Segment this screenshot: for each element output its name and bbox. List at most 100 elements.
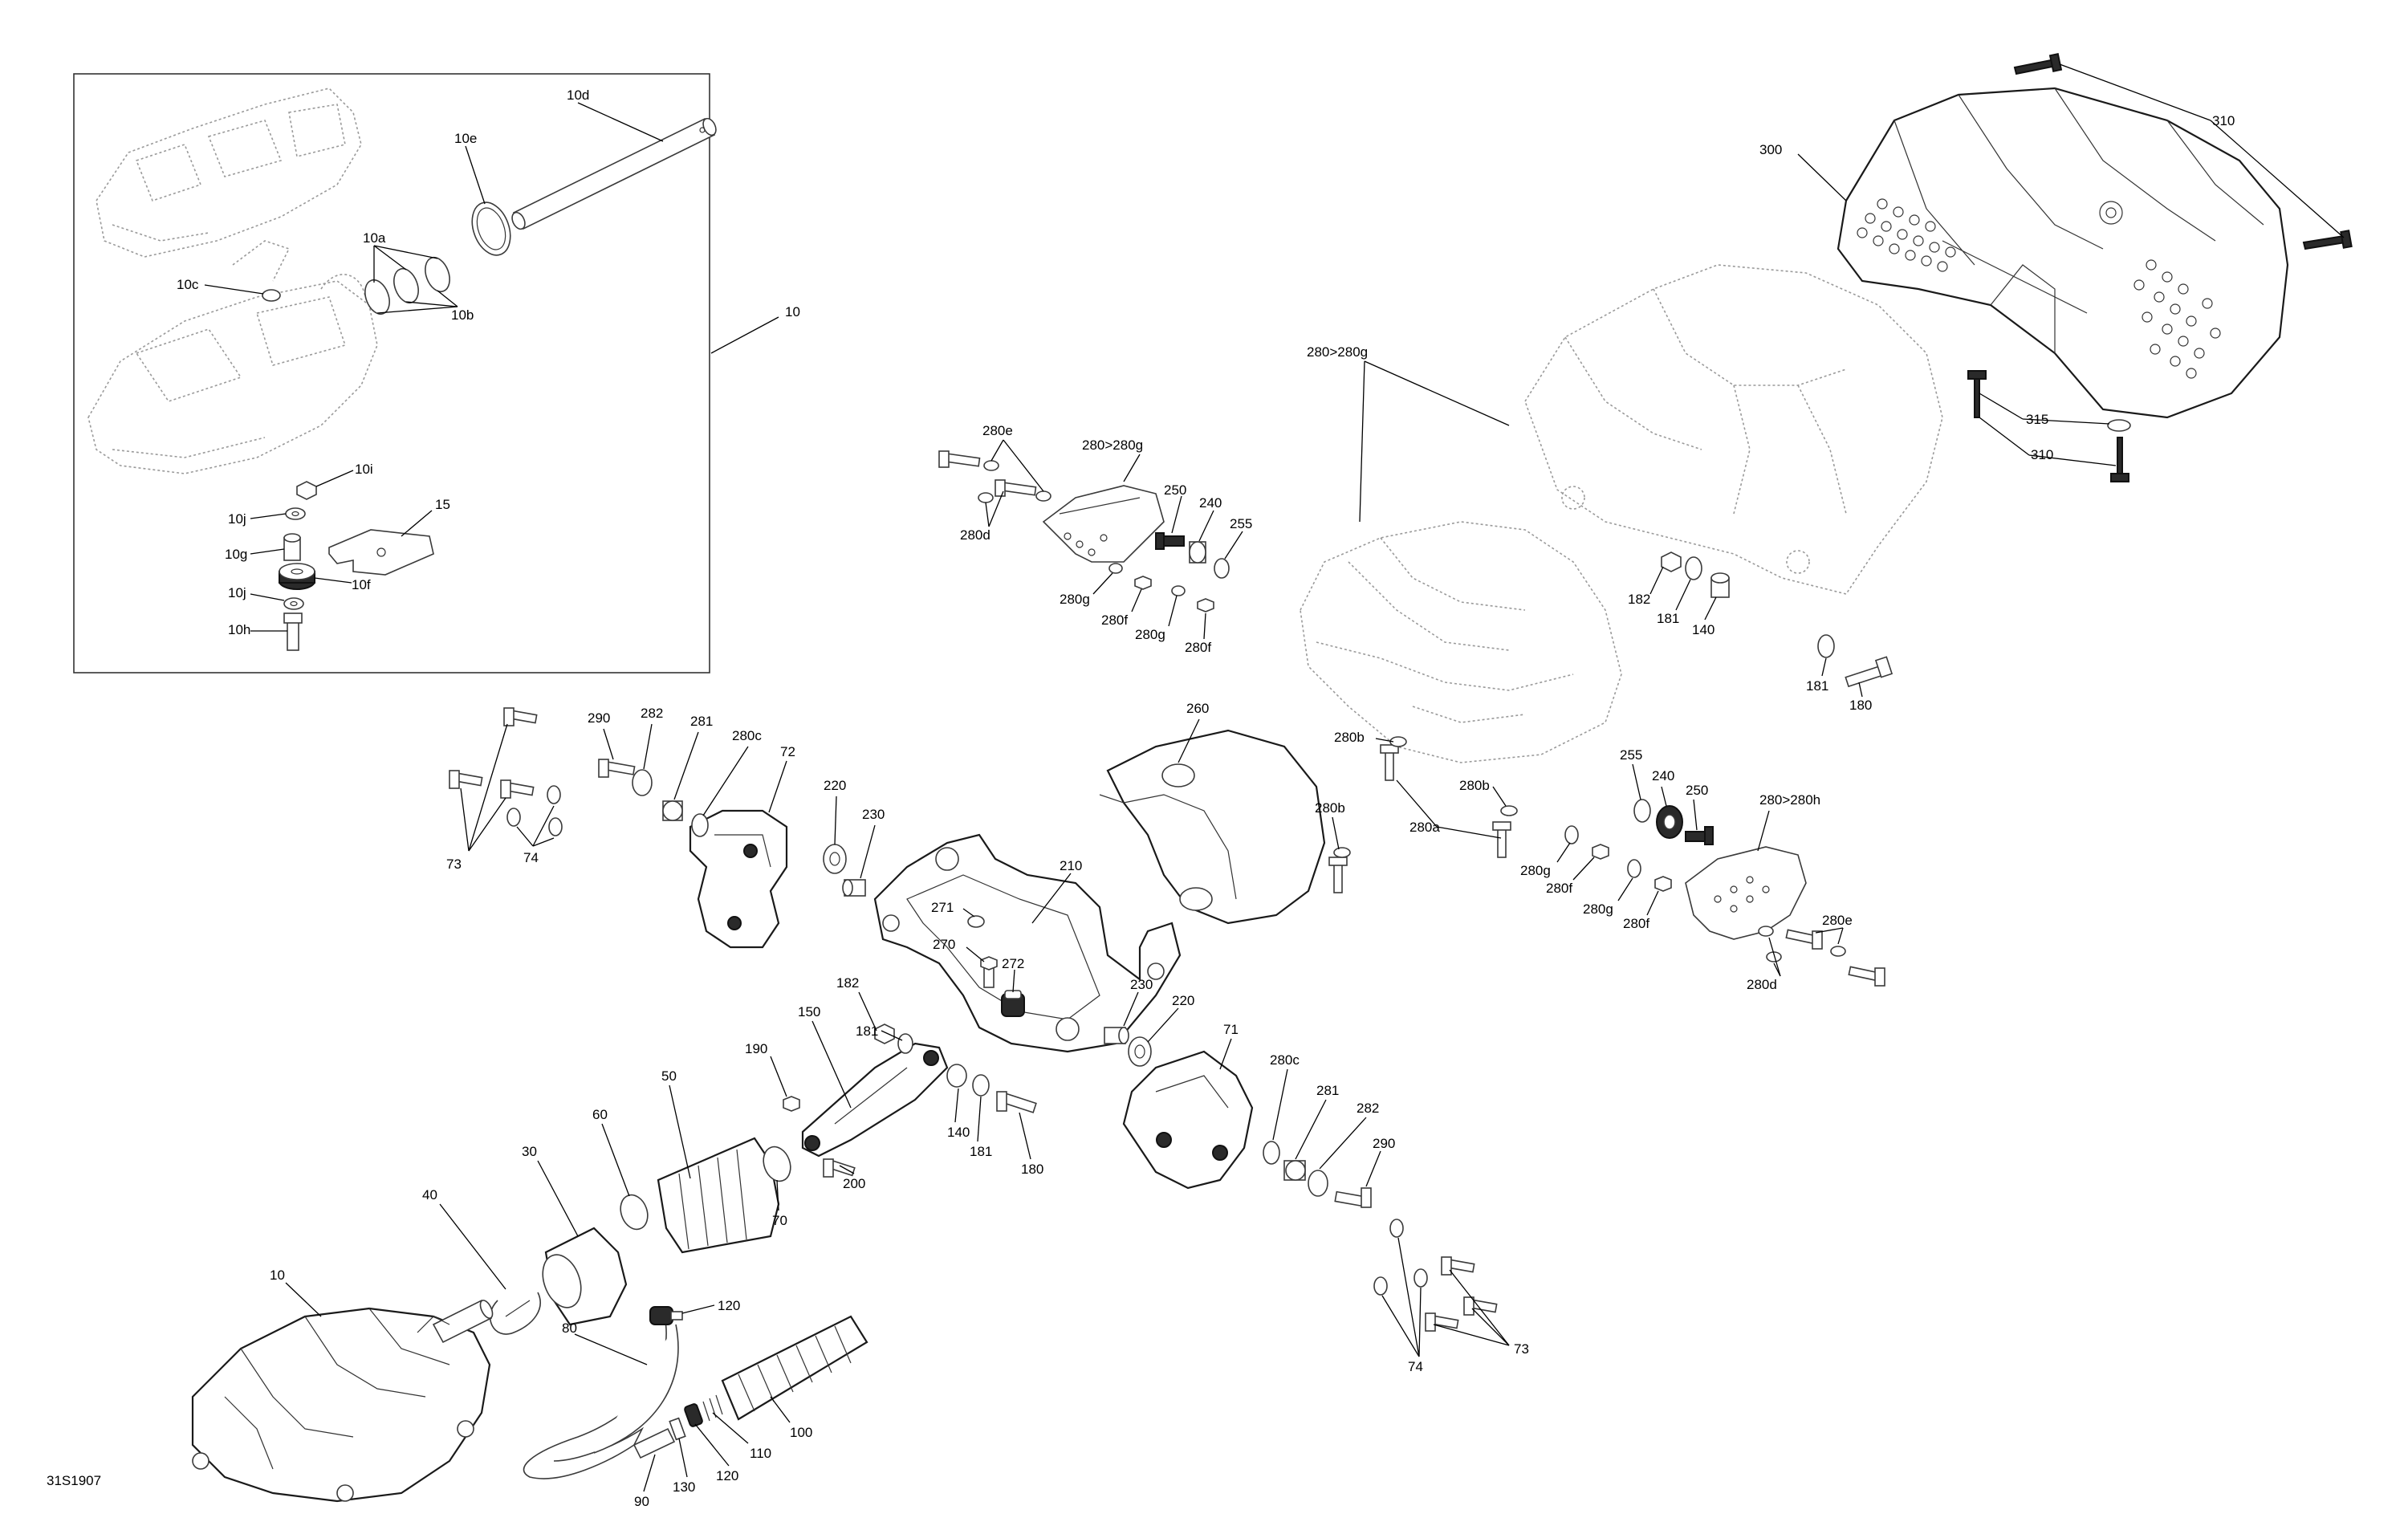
bolt-icon <box>500 779 535 799</box>
exhaust-heat-shield-icon <box>1099 729 1326 925</box>
bracket-icon <box>1042 485 1165 563</box>
bolt-icon <box>1492 821 1511 858</box>
callout-30: 30 <box>522 1144 537 1159</box>
callout-280e-right: 280e <box>1822 913 1853 928</box>
callout-140-lower: 140 <box>947 1125 970 1140</box>
callout-181-upper-b: 181 <box>1806 678 1828 694</box>
washer-icon <box>1373 1276 1388 1296</box>
callout-140-upper: 140 <box>1692 622 1714 637</box>
bolt-icon <box>1785 929 1823 950</box>
bolt-icon <box>1845 656 1893 688</box>
callout-280-280g-right: 280>280g <box>1307 344 1368 360</box>
bolt-icon <box>1848 966 1885 987</box>
bolt-icon <box>1380 744 1399 781</box>
callout-310-upper: 310 <box>2212 113 2235 128</box>
callout-280b-c: 280b <box>1459 778 1490 793</box>
washer-icon <box>283 597 304 610</box>
washer-icon <box>1263 1141 1280 1165</box>
bushing-icon <box>1283 1160 1306 1181</box>
bolt-icon <box>1441 1256 1475 1276</box>
callout-10-main: 10 <box>270 1268 285 1283</box>
bushing-icon <box>823 844 847 874</box>
nut-icon <box>296 481 317 500</box>
rubber-mount-icon <box>279 563 315 590</box>
callout-280f-upper-b: 280f <box>1185 640 1211 655</box>
callout-250-upper: 250 <box>1164 482 1186 498</box>
callout-280d-right: 280d <box>1747 977 1777 992</box>
callout-70: 70 <box>772 1213 787 1228</box>
bracket-plate-icon <box>328 529 434 576</box>
washer-icon <box>1627 859 1641 878</box>
bushing-icon <box>842 879 866 897</box>
bellows-boot-icon <box>657 1137 780 1254</box>
washer-icon <box>1389 736 1407 747</box>
bolt-icon <box>283 612 303 651</box>
seal-ring-icon <box>471 201 511 256</box>
bolt-icon <box>938 450 981 468</box>
nut-icon <box>874 1023 895 1044</box>
rubber-pad-icon <box>1001 990 1025 1017</box>
callout-255-upper: 255 <box>1230 516 1252 531</box>
retaining-ring-icon <box>262 289 281 302</box>
washer-icon <box>972 1074 990 1097</box>
washer-icon <box>506 808 521 827</box>
callout-71: 71 <box>1223 1022 1239 1037</box>
screw-icon <box>2110 437 2129 482</box>
washer-icon <box>547 785 561 804</box>
callout-181-lower-b: 181 <box>970 1144 992 1159</box>
shield-perforations-icon <box>1857 198 2221 379</box>
callout-280e-upper: 280e <box>982 423 1013 438</box>
tensioner-housing-ghost-lower-icon <box>87 240 378 474</box>
hose-icon <box>523 1316 679 1479</box>
bolt-icon <box>1463 1296 1498 1316</box>
washer-icon <box>1766 951 1782 962</box>
washer-icon <box>1333 847 1351 858</box>
figure-id: 31S1907 <box>47 1473 101 1488</box>
callout-73-right: 73 <box>1514 1341 1529 1357</box>
stud-icon <box>980 956 998 988</box>
callout-270: 270 <box>933 937 955 952</box>
callout-280g-right-b: 280g <box>1583 901 1613 917</box>
callout-280b-b: 280b <box>1315 800 1345 816</box>
callout-10f: 10f <box>352 577 371 592</box>
callout-120-lower: 120 <box>716 1468 738 1483</box>
callout-10h: 10h <box>228 622 250 637</box>
callout-40: 40 <box>422 1187 437 1202</box>
callout-74-left: 74 <box>523 850 539 865</box>
callout-280f-right-a: 280f <box>1546 881 1572 896</box>
bolt-icon <box>449 770 483 789</box>
bolt-icon <box>1685 826 1714 845</box>
callout-220-right: 220 <box>1172 993 1194 1008</box>
washer-icon <box>691 813 709 837</box>
washer-icon <box>1389 1219 1404 1238</box>
callout-73-left: 73 <box>446 857 462 872</box>
callout-310-lower: 310 <box>2031 447 2053 462</box>
callout-280g-upper-a: 280g <box>1060 592 1090 607</box>
nut-icon <box>1197 598 1214 612</box>
callout-230-right: 230 <box>1130 977 1153 992</box>
callout-10a: 10a <box>363 230 386 246</box>
callout-labels: 10d 10e 10a 10c 10b 10 10i 10j 15 10g 10… <box>47 87 2235 1509</box>
callout-240-upper: 240 <box>1199 495 1222 511</box>
heat-shield-icon <box>1837 87 2289 419</box>
mount-bracket-icon <box>1122 1050 1254 1190</box>
callout-10b: 10b <box>451 307 474 323</box>
washer-icon <box>285 507 306 520</box>
washer-icon <box>1413 1268 1428 1288</box>
callout-72: 72 <box>780 744 795 759</box>
bracket-icon <box>1685 846 1807 940</box>
callout-280d-upper: 280d <box>960 527 990 543</box>
washer-icon <box>1830 946 1846 957</box>
callout-300: 300 <box>1759 142 1782 157</box>
callout-280-280g-upper: 280>280g <box>1082 437 1143 453</box>
bushing-icon <box>1656 805 1683 839</box>
callout-130: 130 <box>673 1479 695 1495</box>
screw-icon <box>1967 370 1987 418</box>
washer-icon <box>1685 556 1702 580</box>
washer-icon <box>1500 805 1518 816</box>
bushing-icon <box>1104 1027 1129 1044</box>
callout-280-280h: 280>280h <box>1759 792 1820 808</box>
clamp-icon <box>763 1146 791 1182</box>
bushing-icon <box>283 533 301 561</box>
